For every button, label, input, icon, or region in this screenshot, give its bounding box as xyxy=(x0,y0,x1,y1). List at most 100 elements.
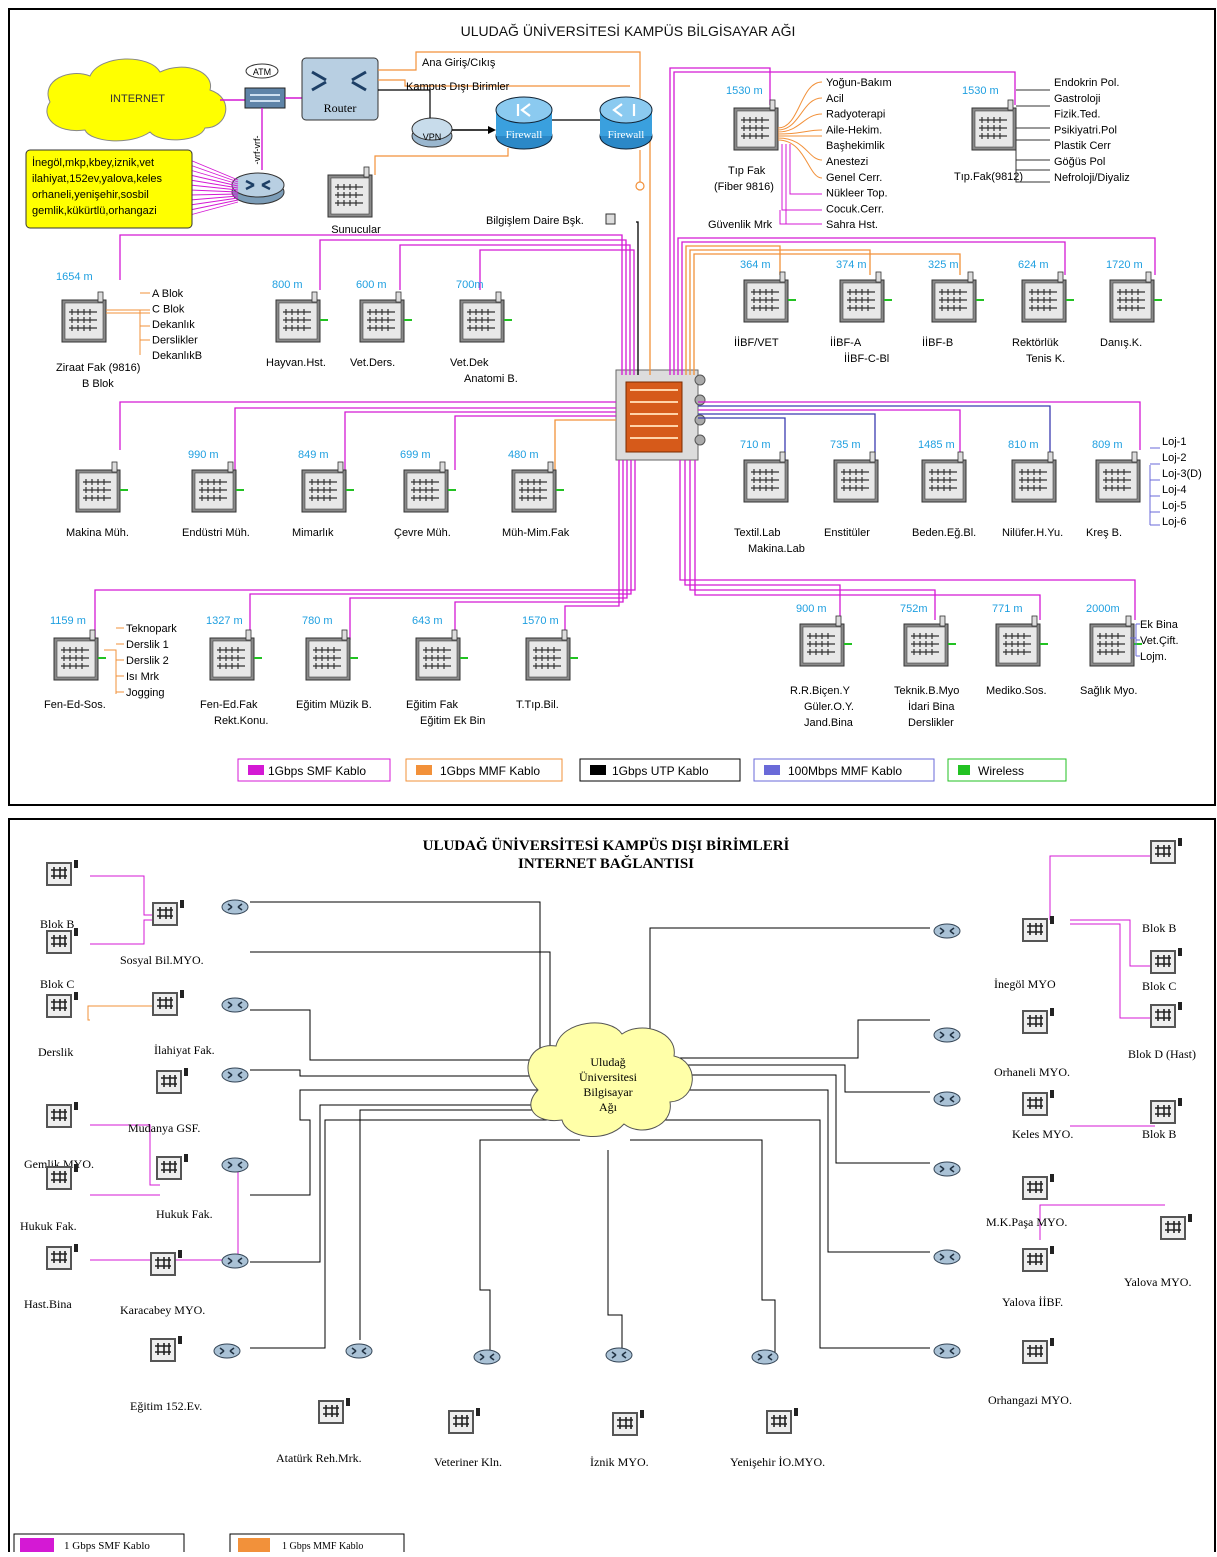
label-inegol: İnegöl MYO xyxy=(994,977,1056,991)
branch-label: Aile-Hekim. xyxy=(826,124,882,136)
building-karacabey xyxy=(149,1249,183,1277)
tip-fak-2: 1530 m Tıp.Fak(9812) xyxy=(954,85,1050,183)
distance-label: 900 m xyxy=(796,603,827,615)
branch-label: Anestezi xyxy=(826,156,868,168)
offsite-router-icon xyxy=(213,1343,241,1359)
building-name: Makina Müh. xyxy=(66,527,129,539)
building-sub: Eğitim Ek Bin xyxy=(420,715,485,727)
building-0 xyxy=(743,451,789,503)
bottom-legend-mmf: 1 Gbps MMF Kablo xyxy=(282,1541,363,1552)
building-0 xyxy=(75,461,121,513)
kampus-disi-label: Kampus Dışı Birimler xyxy=(406,81,510,93)
branch-label: Fizik.Ted. xyxy=(1054,109,1100,121)
branch-label: DekanlıkB xyxy=(152,350,202,362)
label-hukuk2: Hukuk Fak. xyxy=(156,1207,213,1221)
building-hast xyxy=(45,1243,79,1271)
distance-label: 1159 m xyxy=(50,615,86,627)
ziraat-distance: 1654 m xyxy=(56,271,93,283)
building-ilahiyat xyxy=(151,989,185,1017)
building-hukuk2 xyxy=(155,1153,189,1181)
branch-label: Teknopark xyxy=(126,623,177,635)
label-veteriner: Veteriner Kln. xyxy=(434,1455,502,1469)
building-1 xyxy=(833,451,879,503)
branch-label: Derslik 1 xyxy=(126,639,169,651)
distance-label: 700m xyxy=(456,279,484,291)
bottom-legend-smf: 1 Gbps SMF Kablo xyxy=(64,1540,150,1552)
distance-label: 800 m xyxy=(272,279,303,291)
distance-label: 1485 m xyxy=(918,439,955,451)
row-3-right: 900 mR.R.Biçen.YGüler.O.Y.Jand.Bina752mT… xyxy=(790,603,1142,729)
branch-label: Göğüs Pol xyxy=(1054,156,1105,168)
offsite-router-icon xyxy=(933,1091,961,1107)
branch-label: Radyoterapi xyxy=(826,109,885,121)
branch-label: Isı Mrk xyxy=(126,671,159,683)
branch-label: Loj-5 xyxy=(1162,500,1186,512)
building-2 xyxy=(931,271,977,323)
distance-label: 1720 m xyxy=(1106,259,1143,271)
svg-text:orhaneli,yenişehir,sosbil: orhaneli,yenişehir,sosbil xyxy=(32,189,149,201)
legend-100mbps: 100Mbps MMF Kablo xyxy=(788,764,902,778)
building-blokd xyxy=(1149,1001,1183,1029)
building-blokc_l xyxy=(45,927,79,955)
bottom-title-1: ULUDAĞ ÜNİVERSİTESİ KAMPÜS DIŞI BİRİMLER… xyxy=(423,837,790,854)
building-gemlik xyxy=(45,1101,79,1129)
fen-links xyxy=(104,627,124,694)
distance-label: 849 m xyxy=(298,449,329,461)
firewall-2: Firewall xyxy=(599,96,653,150)
building-2 xyxy=(301,461,347,513)
offsite-router-icon xyxy=(605,1347,633,1363)
label-yenisehir: Yenişehir İO.MYO. xyxy=(730,1455,825,1469)
ziraat-sub: B Blok xyxy=(82,378,114,390)
distance-label: 735 m xyxy=(830,439,861,451)
building-2 xyxy=(995,615,1041,667)
sunucular-label: Sunucular xyxy=(331,224,381,236)
building-3 xyxy=(403,461,449,513)
distance-label: 809 m xyxy=(1092,439,1123,451)
tip1-guvenlik: Güvenlik Mrk xyxy=(708,219,773,231)
campus-network-panel: ULUDAĞ ÜNİVERSİTESİ KAMPÜS BİLGİSAYAR AĞ… xyxy=(8,8,1216,806)
building-name: Mimarlık xyxy=(292,527,334,539)
offsite-router-icon xyxy=(221,1067,249,1083)
tip1-sub: (Fiber 9816) xyxy=(714,181,774,193)
branch-label: Derslik 2 xyxy=(126,655,169,667)
building-name: Eğitim Müzik B. xyxy=(296,699,372,711)
offsite-router-icon xyxy=(933,1249,961,1265)
branch-label: Loj-4 xyxy=(1162,484,1186,496)
router-label: Router xyxy=(324,101,357,115)
ziraat-fak: 1654 m Ziraat Fak (9816) B Blok xyxy=(56,271,150,390)
label-ataturk: Atatürk Reh.Mrk. xyxy=(276,1451,362,1465)
building-name: Teknik.B.Myo xyxy=(894,685,959,697)
tip2-name: Tıp.Fak(9812) xyxy=(954,171,1023,183)
building-name: Mediko.Sos. xyxy=(986,685,1047,697)
ana-giris-label: Ana Giriş/Cıkış xyxy=(422,57,496,69)
vrf-label: -vrf-vrf- xyxy=(252,136,262,165)
branch-label: C Blok xyxy=(152,304,185,316)
label-blokb_r: Blok B xyxy=(1142,921,1176,935)
building-inegol xyxy=(1021,915,1055,943)
firewall-2-label: Firewall xyxy=(608,129,645,141)
label-blokc_l: Blok C xyxy=(40,977,74,991)
building-name: Fen-Ed.Fak xyxy=(200,699,258,711)
building-name: R.R.Biçen.Y xyxy=(790,685,851,697)
building-name: Textil.Lab xyxy=(734,527,780,539)
sunucular-building xyxy=(327,166,373,218)
building-sosyal xyxy=(151,899,185,927)
building-1 xyxy=(209,629,255,681)
label-yalovamyo: Yalova MYO. xyxy=(1124,1275,1191,1289)
building-4 xyxy=(525,629,571,681)
building-name: Endüstri Müh. xyxy=(182,527,250,539)
branch-label: Acil xyxy=(826,93,844,105)
building-mudanya xyxy=(155,1067,189,1095)
ziraat-name: Ziraat Fak (9816) xyxy=(56,362,140,374)
saglik-links xyxy=(1130,623,1140,657)
branch-label: Plastik Cerr xyxy=(1054,140,1111,152)
bottom-title-2: INTERNET BAĞLANTISI xyxy=(518,855,694,872)
building-name: İİBF-B xyxy=(922,336,953,349)
building-mkpasa xyxy=(1021,1173,1055,1201)
building-blokb_k xyxy=(1149,1097,1183,1125)
building-name: Vet.Ders. xyxy=(350,357,395,369)
branch-label: Loj-3(D) xyxy=(1162,468,1202,480)
